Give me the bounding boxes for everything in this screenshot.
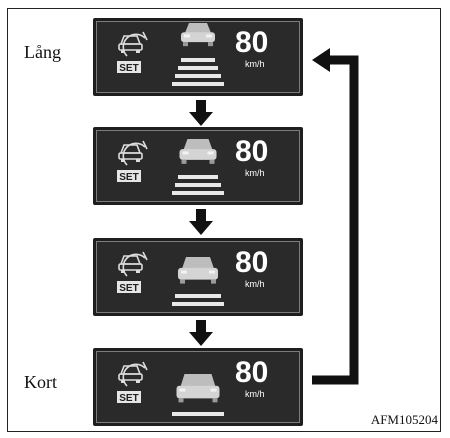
speed-unit: km/h [245,389,265,399]
svg-text:SET: SET [119,283,138,294]
svg-text:SET: SET [119,172,138,183]
speed-value: 80 [235,26,269,59]
figure-frame [7,8,441,432]
speed-value: 80 [235,246,269,279]
cruise-control-icon: SET [117,361,148,404]
arrow-down-icon [189,320,213,346]
arrow-down-icon [189,100,213,126]
cruise-control-icon: SET [117,140,148,183]
speed-unit: km/h [245,168,265,178]
vehicle-gap-icon [172,139,224,195]
svg-text:SET: SET [119,393,138,404]
display-panel-medium-short: SET 80 km/h [93,238,303,316]
speed-unit: km/h [245,279,265,289]
display-panel-short: SET 80 km/h [93,348,303,426]
vehicle-gap-icon [172,257,224,306]
label-long: Lång [24,42,61,62]
cruise-control-icon: SET [117,31,148,74]
display-panel-long: SET 80 km/h [93,18,303,96]
vehicle-gap-icon [172,23,224,86]
figure-code: AFM105204 [370,412,438,427]
speed-unit: km/h [245,59,265,69]
loop-back-arrow-icon [312,48,359,385]
svg-text:SET: SET [119,63,138,74]
speed-value: 80 [235,135,269,168]
label-short: Kort [24,372,57,392]
vehicle-gap-icon [172,374,224,416]
cruise-control-icon: SET [117,251,148,294]
speed-value: 80 [235,356,269,389]
arrow-down-icon [189,209,213,235]
display-panel-medium-long: SET 80 km/h [93,127,303,205]
